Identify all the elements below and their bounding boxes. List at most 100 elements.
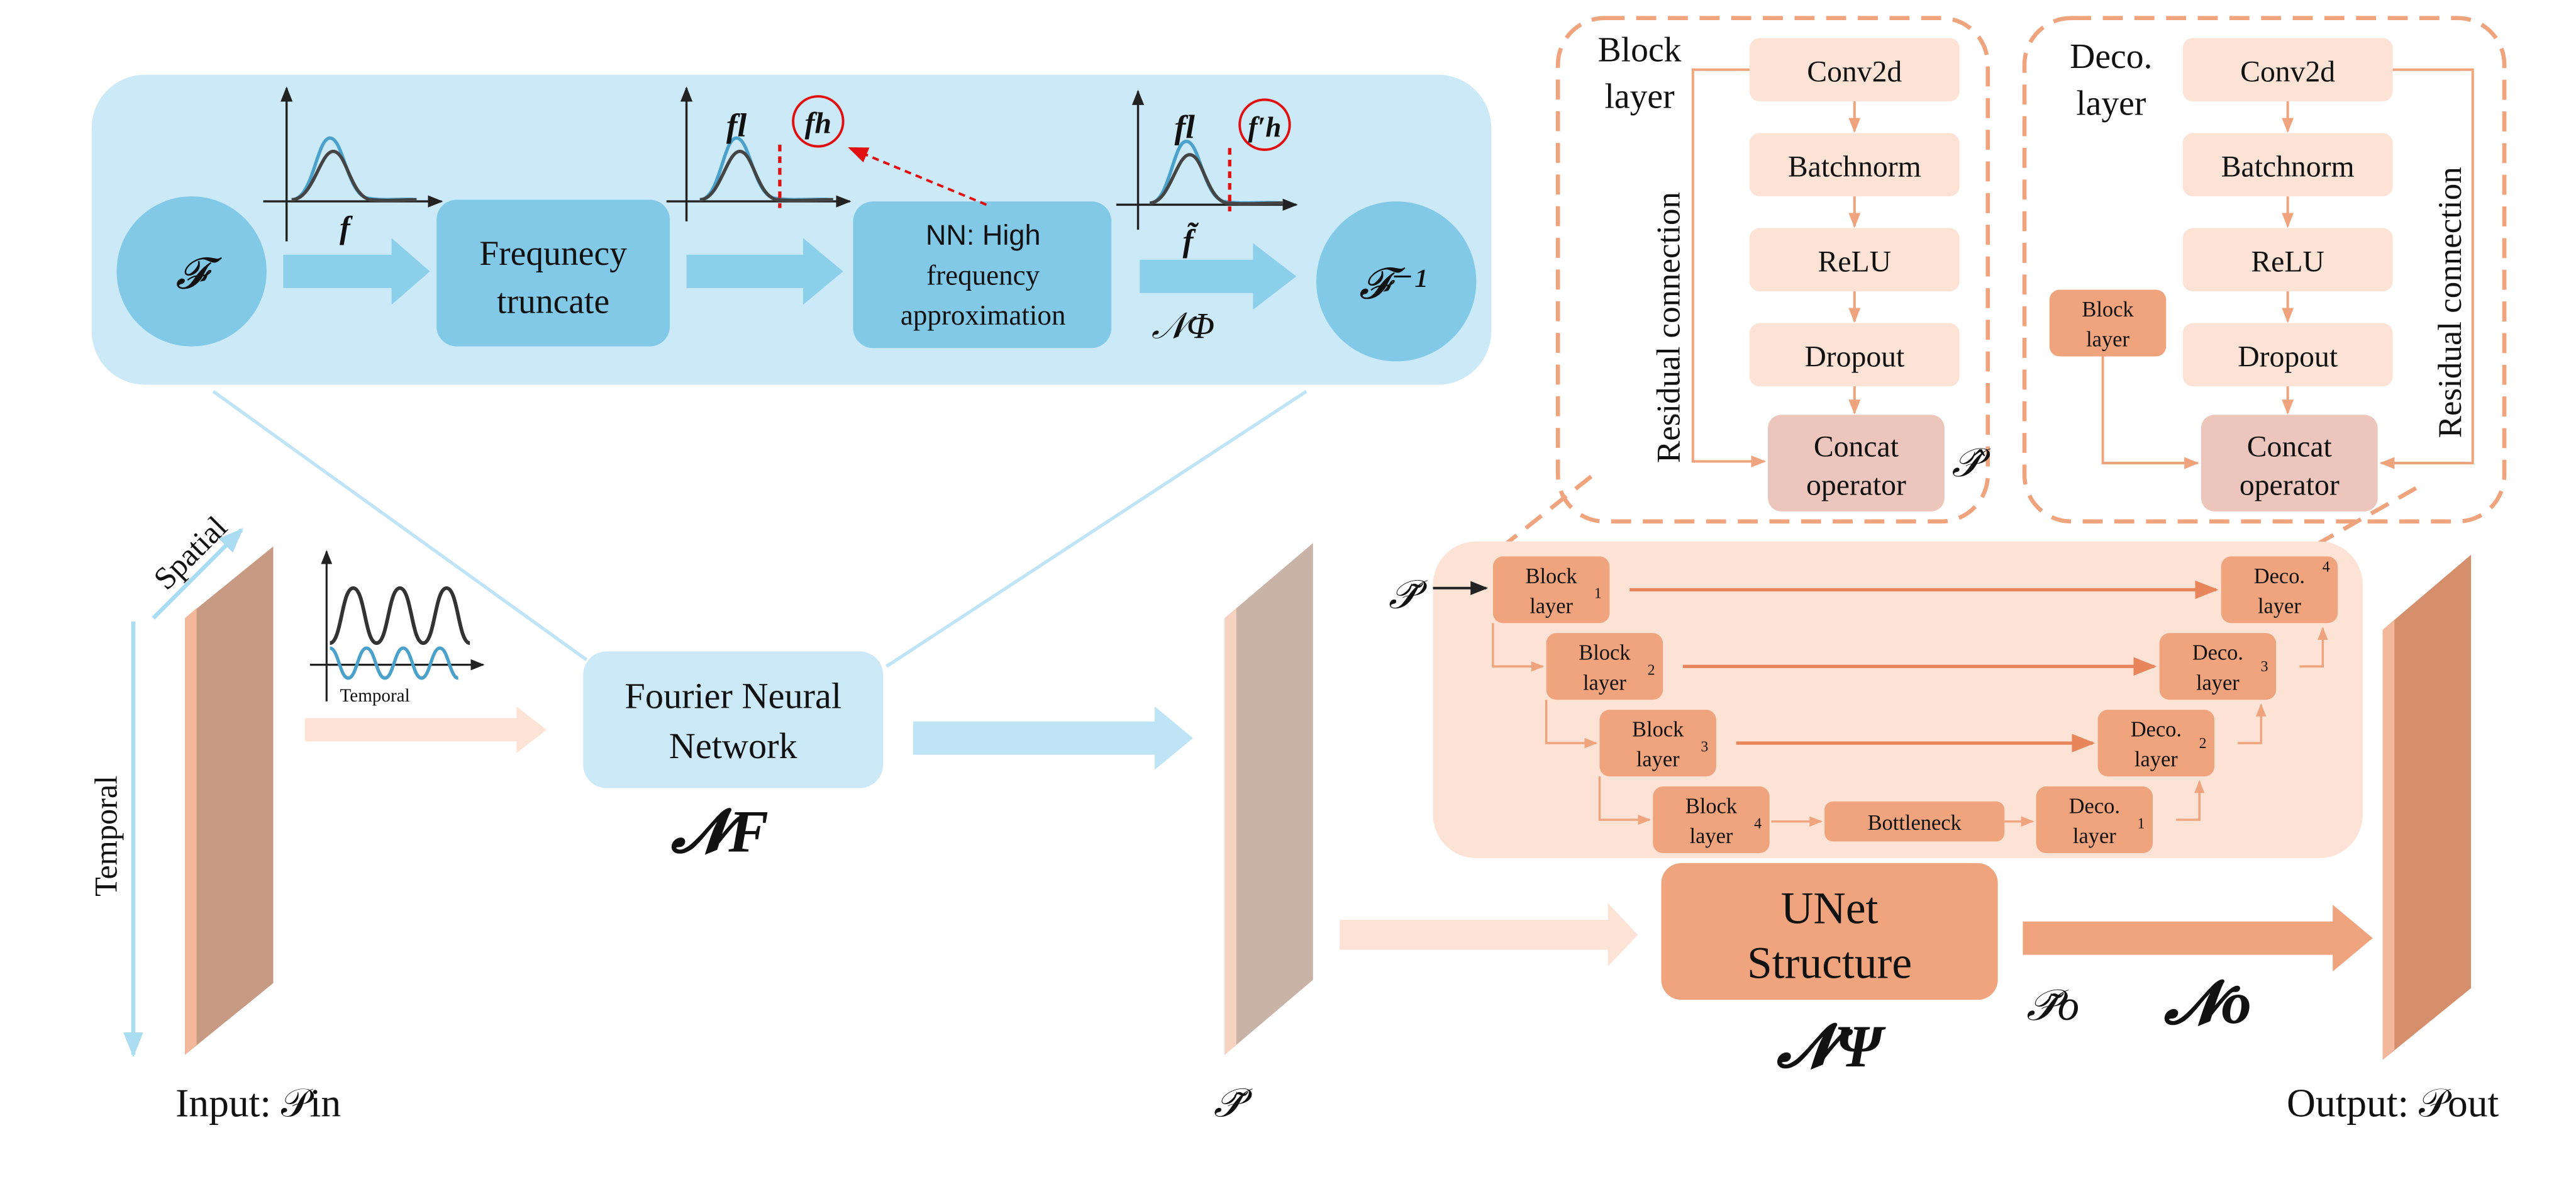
input-slab bbox=[185, 546, 274, 1055]
intermediate-slab bbox=[1224, 543, 1313, 1055]
deco-relu bbox=[2182, 228, 2393, 292]
deco-conv2d-label: Conv2d bbox=[2240, 55, 2335, 88]
block-conv2d-label: Conv2d bbox=[1807, 55, 1902, 88]
zoom-line-left bbox=[212, 389, 588, 661]
fnn-output-arrow bbox=[913, 706, 1193, 770]
block-batchnorm-label: Batchnorm bbox=[1788, 150, 1921, 183]
po-symbol: 𝒫̃o bbox=[2026, 981, 2079, 1029]
block-layer-detail: Block layer Conv2d Batchnorm ReLU Dropou… bbox=[1555, 16, 1991, 524]
encoder-block-3-l1: Block bbox=[1632, 718, 1684, 742]
deco-side-block-line2: layer bbox=[2086, 328, 2129, 352]
encoder-block-3 bbox=[1599, 710, 1716, 777]
encoder-block-4-l1: Block bbox=[1685, 794, 1738, 818]
encoder-block-2 bbox=[1546, 633, 1663, 700]
deco-detail-title-2: layer bbox=[2076, 84, 2146, 123]
output-section: Output: 𝒫out bbox=[2287, 554, 2499, 1126]
block-dropout bbox=[1749, 323, 1960, 387]
decoder-block-4-l2: layer bbox=[2258, 594, 2301, 618]
zoom-line-right bbox=[886, 389, 1307, 668]
unet-output-arrow bbox=[2023, 905, 2373, 972]
encoder-block-4 bbox=[1653, 786, 1770, 854]
deco-batchnorm-label: Batchnorm bbox=[2221, 150, 2355, 183]
block-residual-line bbox=[1691, 68, 1767, 467]
block-relu bbox=[1749, 228, 1960, 292]
block-concat bbox=[1768, 415, 1945, 511]
intermediate-caption: 𝒫̃ bbox=[1214, 1081, 1253, 1126]
fnn-section: Fourier Neural Network 𝓝F bbox=[583, 651, 1193, 864]
truncate-line2: truncate bbox=[497, 282, 609, 321]
decoder-block-4 bbox=[2221, 556, 2338, 623]
no-symbol: 𝓝o bbox=[2163, 970, 2251, 1036]
plot1-axis-label: f bbox=[340, 210, 353, 245]
decoder-block-2-l2: layer bbox=[2135, 747, 2178, 771]
output-slab bbox=[2382, 554, 2472, 1060]
unet-psi-symbol: 𝓝Ψ bbox=[1776, 1013, 1886, 1080]
decoder-block-2-l1: Deco. bbox=[2131, 718, 2182, 742]
temporal-label: Temporal bbox=[88, 776, 123, 897]
decoder-block-4-idx: 4 bbox=[2323, 559, 2330, 575]
plot3-high-label: f′h bbox=[1248, 111, 1282, 143]
deco-side-block bbox=[2049, 289, 2167, 357]
decoder-block-3-l2: layer bbox=[2196, 671, 2240, 695]
to-unet-arrow bbox=[1340, 903, 1638, 967]
encoder-block-2-l1: Block bbox=[1579, 641, 1631, 665]
decoder-block-3-l1: Deco. bbox=[2192, 641, 2243, 665]
plot2-low-label: fl bbox=[726, 108, 747, 144]
approximation-arrow bbox=[848, 147, 987, 206]
encoder-block-1 bbox=[1492, 556, 1610, 623]
encoder-block-4-l2: layer bbox=[1690, 824, 1733, 848]
deco-residual-label: Residual connection bbox=[2432, 167, 2468, 438]
encoder-block-4-idx: 4 bbox=[1754, 815, 1762, 832]
encoder-block-2-l2: layer bbox=[1583, 671, 1626, 695]
nn-symbol: 𝒩Φ bbox=[1152, 305, 1214, 346]
decoder-block-2-idx: 2 bbox=[2199, 735, 2207, 752]
fourier-panel-bg bbox=[91, 74, 1492, 385]
unet-structure-line1: UNet bbox=[1781, 883, 1879, 933]
nn-line3: approximation bbox=[901, 299, 1066, 331]
decoder-block-1-idx: 1 bbox=[2138, 815, 2145, 832]
block-detail-border bbox=[1555, 16, 1990, 524]
decoder-block-1-l2: layer bbox=[2073, 824, 2116, 848]
encoder-block-2-idx: 2 bbox=[1648, 662, 1655, 679]
input-arrow bbox=[304, 706, 547, 754]
encoder-block-1-l1: Block bbox=[1525, 564, 1577, 588]
block-concat-line2: operator bbox=[1806, 469, 1906, 501]
truncate-box bbox=[436, 199, 670, 347]
decoder-block-3 bbox=[2159, 633, 2277, 700]
unet-structure: UNet Structure 𝓝Ψ 𝒫̃o 𝓝o bbox=[1661, 863, 2373, 1080]
decoder-block-3-idx: 3 bbox=[2261, 659, 2268, 675]
deco-residual-line bbox=[2379, 68, 2474, 469]
unet-panel-bg bbox=[1433, 541, 2363, 858]
encoder-block-1-idx: 1 bbox=[1594, 586, 1602, 602]
nn-line1: NN: High bbox=[926, 219, 1041, 251]
truncate-line1: Frequnecy bbox=[479, 234, 627, 273]
output-caption: Output: 𝒫out bbox=[2287, 1081, 2499, 1126]
input-section: Spatial Temporal Temporal Input: 𝒫in bbox=[88, 509, 547, 1126]
nn-box bbox=[853, 201, 1112, 349]
spatial-arrow bbox=[152, 528, 243, 620]
deco-relu-label: ReLU bbox=[2251, 245, 2324, 278]
deco-conv2d bbox=[2182, 38, 2393, 102]
block-relu-label: ReLU bbox=[1818, 245, 1892, 278]
block-detail-title-1: Block bbox=[1598, 31, 1682, 70]
encoder-block-3-l2: layer bbox=[1636, 747, 1680, 771]
deco-detail-border bbox=[2022, 16, 2507, 524]
bottleneck-box bbox=[1824, 801, 2005, 842]
spectrum-plot-3: fl f′h f̃ bbox=[1116, 89, 1298, 259]
block-detail-title-2: layer bbox=[1604, 77, 1675, 116]
plot2-high-label: fh bbox=[805, 107, 831, 140]
fnn-line1: Fourier Neural bbox=[625, 676, 841, 717]
spectrum-plot-2: fl fh bbox=[666, 86, 987, 221]
decoder-block-1 bbox=[2036, 786, 2153, 854]
fourier-panel: 𝓕 Frequnecy truncate NN: High frequency … bbox=[91, 74, 1492, 385]
deco-batchnorm bbox=[2182, 133, 2393, 197]
block-residual-label: Residual connection bbox=[1651, 192, 1687, 463]
plot3-low-label: fl bbox=[1175, 109, 1196, 145]
unet-panel: 𝒫̃ Block layer 1 Block layer 2 Block lay… bbox=[1389, 541, 2363, 858]
deco-concat-line1: Concat bbox=[2247, 430, 2332, 463]
spectrum-plot-1: f bbox=[263, 86, 443, 245]
deco-concat bbox=[2201, 415, 2378, 511]
deco-side-block-line1: Block bbox=[2082, 298, 2134, 321]
decoder-block-2 bbox=[2097, 710, 2215, 777]
